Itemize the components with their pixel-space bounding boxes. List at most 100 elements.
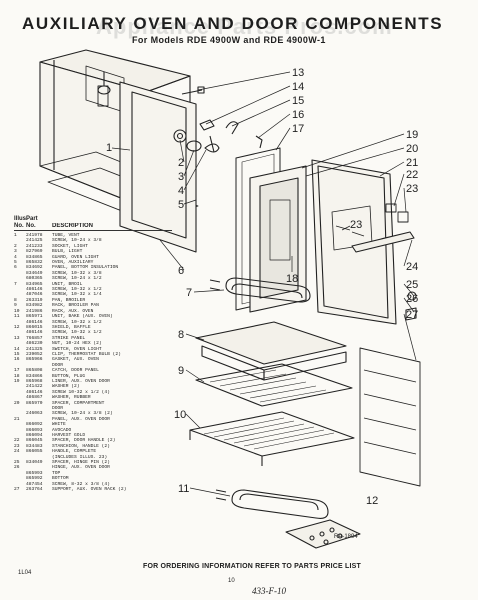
part-number: 865992 bbox=[26, 476, 43, 482]
callout-19: 19 bbox=[406, 129, 418, 141]
callout-12: 12 bbox=[366, 495, 378, 507]
handwritten-note: 433-F-10 bbox=[252, 586, 286, 596]
part-description: PAN, BROILER bbox=[52, 297, 86, 303]
callout-1: 1 bbox=[106, 142, 112, 154]
page-number: 10 bbox=[228, 578, 235, 584]
part-description: SCREW, 10-24 x 3/8 bbox=[52, 238, 102, 244]
part-number: 866093 bbox=[26, 427, 43, 433]
broiler-pan bbox=[195, 321, 347, 381]
part-illus-number: 2 bbox=[14, 243, 17, 249]
part-number: 680365 bbox=[26, 276, 43, 282]
part-description: RACK, AUX. OVEN bbox=[52, 308, 94, 314]
part-description: SWITCH, OVEN LIGHT bbox=[52, 346, 102, 352]
part-description: STANCHION, HANDLE (2) bbox=[52, 443, 110, 449]
figure-code: RA-1894 bbox=[334, 534, 358, 540]
part-illus-number: 7 bbox=[14, 281, 17, 287]
part-number: 486146 bbox=[26, 330, 43, 336]
callout-6: 6 bbox=[178, 265, 184, 277]
header-illus-no: No. bbox=[14, 223, 24, 229]
callout-27: 27 bbox=[406, 309, 418, 321]
part-description: SCREW, 10-24 x 1/2 bbox=[52, 276, 102, 282]
part-number: 241978 bbox=[26, 233, 43, 238]
part-description: HANDLE, COMPLETE bbox=[52, 449, 97, 455]
part-illus-number: 13 bbox=[14, 335, 20, 341]
part-number: 865832 bbox=[26, 260, 43, 266]
part-description: UNIT, BROIL bbox=[52, 281, 83, 287]
part-illus-number: 3 bbox=[14, 249, 17, 255]
hinge bbox=[405, 291, 417, 321]
part-illus-number: 22 bbox=[14, 438, 20, 444]
part-description: SCREW, 10-32 x 3/8 bbox=[52, 270, 102, 276]
part-illus-number: 10 bbox=[14, 308, 20, 314]
part-description: GUARD, OVEN LIGHT bbox=[52, 254, 99, 260]
part-illus-number: 20 bbox=[14, 400, 20, 406]
header-description: DESCRIPTION bbox=[52, 223, 94, 229]
part-number: 865970 bbox=[26, 400, 43, 406]
page-title: AUXILIARY OVEN AND DOOR COMPONENTS bbox=[22, 14, 444, 33]
part-illus-number: 17 bbox=[14, 368, 20, 374]
part-number: 834649 bbox=[26, 270, 43, 276]
callout-16: 16 bbox=[292, 109, 304, 121]
light-assembly bbox=[173, 129, 220, 153]
part-number: 241325 bbox=[26, 346, 43, 352]
ordering-footer: FOR ORDERING INFORMATION REFER TO PARTS … bbox=[142, 563, 362, 570]
callout-4: 4 bbox=[178, 185, 184, 197]
part-description: SCREW, 8-32 x 3/8 (4) bbox=[52, 481, 110, 487]
part-illus-number: 11 bbox=[14, 314, 20, 320]
part-illus-number: 15 bbox=[14, 351, 20, 357]
part-number: 866045 bbox=[26, 438, 43, 444]
parts-row: 866093 AVOCADO bbox=[14, 428, 172, 433]
part-description: AVOCADO bbox=[52, 427, 72, 433]
part-illus-number: 9 bbox=[14, 303, 17, 309]
part-description: OVEN, AUXILIARY bbox=[52, 260, 94, 266]
parts-row: 680365 SCREW, 10-24 x 1/2 bbox=[14, 276, 172, 281]
part-description: (INCLUDES ILLUS. 23) bbox=[52, 454, 108, 460]
part-number: 486146 bbox=[26, 319, 43, 325]
part-description: PANEL, AUX. OVEN DOOR bbox=[52, 416, 110, 422]
part-description: PANEL, BOTTOM INSULATION bbox=[52, 265, 119, 271]
callout-7: 7 bbox=[186, 287, 192, 299]
callout-23b: 23 bbox=[350, 219, 362, 231]
part-number: 834049 bbox=[26, 460, 43, 466]
part-number: 263319 bbox=[26, 297, 43, 303]
callout-2: 2 bbox=[178, 157, 184, 169]
part-description: HINGE, AUX. OVEN DOOR bbox=[52, 465, 110, 471]
parts-row: DOOR bbox=[14, 406, 172, 411]
part-number: 241422 bbox=[26, 384, 43, 390]
part-number: 263764 bbox=[26, 487, 43, 493]
part-number: 865968 bbox=[26, 378, 43, 384]
callout-23a: 23 bbox=[406, 183, 418, 195]
part-description: DOOR bbox=[52, 362, 64, 368]
part-description: SCREW, 10-32 x 1/2 bbox=[52, 287, 102, 293]
part-illus-number: 16 bbox=[14, 357, 20, 363]
part-illus-number: 18 bbox=[14, 373, 20, 379]
part-number: 865966 bbox=[26, 357, 43, 363]
page-subtitle: For Models RDE 4900W and RDE 4900W-1 bbox=[132, 35, 326, 45]
part-description: NUT, 10-24 HEX (2) bbox=[52, 341, 102, 347]
part-number: 239052 bbox=[26, 351, 43, 357]
part-illus-number: 12 bbox=[14, 324, 20, 330]
parts-list-header: Illus. Part No. No. DESCRIPTION bbox=[14, 216, 172, 231]
part-description: RACK, BROILER PAN bbox=[52, 303, 99, 309]
part-description: SCREW, 10-32 x 1/2 bbox=[52, 330, 102, 336]
part-description: LINER, AUX. OVEN DOOR bbox=[52, 378, 110, 384]
part-number: 866092 bbox=[26, 422, 43, 428]
part-description: CATCH, DOOR PANEL bbox=[52, 368, 99, 374]
